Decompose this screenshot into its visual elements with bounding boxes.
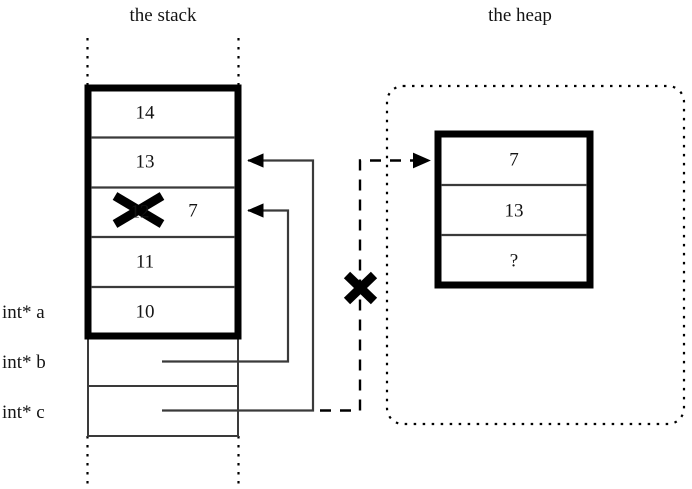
heap-cell-value-1: 13 [504, 200, 524, 222]
heap-title: the heap [488, 5, 552, 26]
stack-cell-value-4: 10 [135, 301, 155, 323]
pointer-line-b [162, 203, 290, 363]
stack-cell-value-2-replacement: 7 [188, 200, 198, 222]
variable-label-a: int* a [2, 302, 45, 323]
dashed-heap-pointer [320, 152, 431, 412]
strikeout-x-heap-pointer [343, 271, 378, 305]
stack-title: the stack [129, 5, 197, 26]
stack-pointer-slots [87, 335, 239, 437]
stack-cell-value-3: 11 [135, 251, 155, 273]
strikeout-x-stack-value [112, 192, 165, 228]
heap-cell-value-2: ? [509, 250, 519, 272]
stack-cell-value-0: 14 [135, 102, 155, 124]
heap-region-boundary [385, 84, 686, 426]
stack-cell-value-1: 13 [135, 151, 155, 173]
variable-label-c: int* c [2, 402, 45, 423]
heap-block [434, 130, 594, 289]
variable-label-b: int* b [2, 352, 46, 373]
stack-cell-value-2-struck: 12 [130, 201, 150, 223]
pointer-line-c [162, 153, 315, 412]
stack-block [84, 84, 242, 340]
heap-cell-value-0: 7 [509, 149, 519, 171]
